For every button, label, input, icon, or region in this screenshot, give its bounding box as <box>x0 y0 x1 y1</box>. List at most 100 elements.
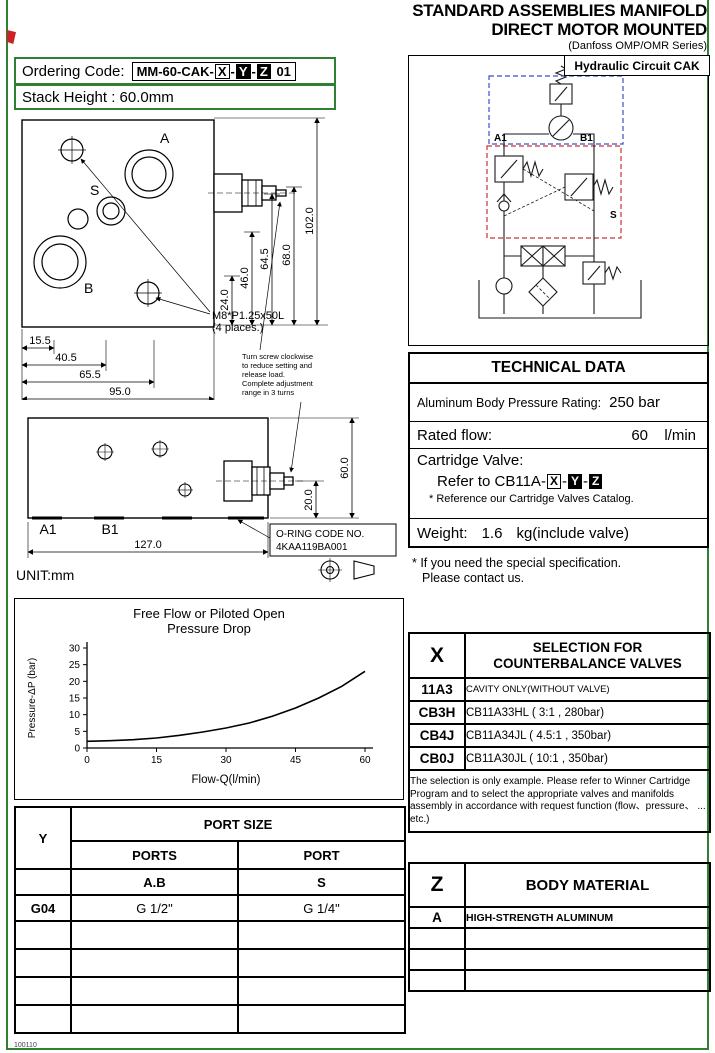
x-title-line2: COUNTERBALANCE VALVES <box>493 655 682 671</box>
dim-64-5: 64.5 <box>259 248 271 269</box>
cartridge-valve-front <box>216 460 304 502</box>
empty-cell <box>237 920 406 950</box>
footnote-line1: * If you need the special specification. <box>412 556 622 570</box>
adjustment-note-line: range in 3 turns <box>242 388 295 397</box>
body-material-table: Z BODY MATERIAL A HIGH-STRENGTH ALUMINUM <box>408 862 711 992</box>
circuit-label-b1: B1 <box>580 133 593 144</box>
table-row: A HIGH-STRENGTH ALUMINUM <box>408 906 711 929</box>
empty-cell <box>237 948 406 978</box>
technical-data-section: TECHNICAL DATA Aluminum Body Pressure Ra… <box>408 352 709 548</box>
empty-cell <box>237 976 406 1006</box>
rated-flow-row: Rated flow: 60 l/min <box>410 422 707 449</box>
cartridge-valve-label: Cartridge Valve: <box>417 452 524 469</box>
table-row <box>14 948 406 978</box>
table-row <box>14 1004 406 1034</box>
port-table-title: PORT SIZE <box>70 806 406 842</box>
table-row <box>408 927 711 950</box>
table-row <box>14 976 406 1006</box>
dim-127: 127.0 <box>134 539 162 551</box>
svg-text:0: 0 <box>74 744 80 755</box>
svg-text:15: 15 <box>151 755 163 766</box>
page-title-line2: DIRECT MOTOR MOUNTED <box>491 20 707 39</box>
manifold-body-outline <box>21 119 215 328</box>
table-row: CB4J CB11A34JL ( 4.5:1 , 350bar) <box>408 723 711 748</box>
circuit-label-a1: A1 <box>494 133 507 144</box>
counterbalance-valves <box>494 144 614 238</box>
refer-sep2: - <box>582 473 588 490</box>
cartridge-valve-top <box>208 173 296 213</box>
front-view-drawing: A1 B1 127.0 60.0 20.0 O-RING CODE NO. 4K… <box>27 401 397 582</box>
empty-cell <box>14 1004 72 1034</box>
dim-60: 60.0 <box>339 457 351 478</box>
hydraulic-circuit-title: Hydraulic Circuit CAK <box>564 55 710 76</box>
empty-cell <box>14 948 72 978</box>
code-x: X <box>214 63 230 79</box>
x-row-desc: CB11A33HL ( 3:1 , 280bar) <box>464 700 711 725</box>
adjustment-note-line: Complete adjustment <box>242 379 313 388</box>
x-title-line1: SELECTION FOR <box>532 639 643 655</box>
x-selection-note: The selection is only example. Please re… <box>408 769 711 833</box>
weight-value: 1.6 <box>481 525 503 542</box>
table-row: The selection is only example. Please re… <box>408 769 711 833</box>
table-row: CB3H CB11A33HL ( 3:1 , 280bar) <box>408 700 711 725</box>
svg-text:5: 5 <box>74 727 80 738</box>
dim-46: 46.0 <box>239 267 251 288</box>
m8-note-line2: (4 places.) <box>212 322 263 334</box>
dim-102: 102.0 <box>304 207 316 235</box>
x-row-code: CB3H <box>408 700 466 725</box>
port-table-val-ab: G 1/2" <box>70 894 239 922</box>
port-size-table: Y PORT SIZE PORTS PORT A.B S G04 G 1/2" … <box>14 806 406 1034</box>
table-row: CB0J CB11A30JL ( 10:1 , 350bar) <box>408 746 711 771</box>
code-suffix: 01 <box>276 63 291 79</box>
page-title-line1: STANDARD ASSEMBLIES MANIFOLD <box>412 1 707 20</box>
port-label-b1: B1 <box>101 521 118 537</box>
svg-text:10: 10 <box>69 710 81 721</box>
circuit-bottom-section <box>478 238 642 319</box>
weight-label: Weight: <box>417 525 468 542</box>
page-subtitle: (Danfoss OMP/OMR Series) <box>568 40 707 52</box>
table-row: 11A3 CAVITY ONLY(WITHOUT VALVE) <box>408 677 711 702</box>
code-sep1: - <box>230 63 235 79</box>
m8-note-line1: M8*P1.25x50L <box>212 310 284 322</box>
dim-24: 24.0 <box>219 289 231 310</box>
code-y: Y <box>235 63 251 79</box>
port-table-val-s: G 1/4" <box>237 894 406 922</box>
cartridge-refer-line: Refer to CB11A-X-Y-Z <box>437 473 700 490</box>
front-dimension-lines <box>27 401 359 558</box>
unit-label: UNIT:mm <box>16 567 75 583</box>
svg-text:15: 15 <box>69 694 81 705</box>
empty-cell <box>408 969 466 992</box>
dim-15-5: 15.5 <box>29 335 50 347</box>
counterbalance-section-frame <box>486 145 622 239</box>
pressure-drop-chart: Free Flow or Piloted Open Pressure Drop … <box>14 598 404 800</box>
dim-20: 20.0 <box>303 489 315 510</box>
z-row-code: A <box>408 906 466 929</box>
svg-text:45: 45 <box>290 755 302 766</box>
refer-z: Z <box>588 474 603 489</box>
chart-title: Free Flow or Piloted Open <box>133 606 285 621</box>
page-header: STANDARD ASSEMBLIES MANIFOLD DIRECT MOTO… <box>412 1 707 52</box>
oring-callout: O-RING CODE NO. 4KAA119BA001 <box>237 519 397 557</box>
cartridge-valve-block: Cartridge Valve: Refer to CB11A-X-Y-Z * … <box>410 449 707 519</box>
empty-cell <box>14 868 72 896</box>
top-view-drawing: A S B 24.0 46.0 64.5 68.0 102.0 15.5 40.… <box>21 117 328 400</box>
port-table-col-port: PORT <box>237 840 406 870</box>
ordering-code-value: MM-60-CAK-X-Y-Z 01 <box>131 61 296 81</box>
port-label-a1: A1 <box>39 521 56 537</box>
refer-sep1: - <box>561 473 567 490</box>
circuit-label-s: S <box>610 210 617 221</box>
x-row-code: CB4J <box>408 723 466 748</box>
empty-cell <box>464 969 711 992</box>
empty-cell <box>70 1004 239 1034</box>
x-row-desc: CB11A30JL ( 10:1 , 350bar) <box>464 746 711 771</box>
empty-cell <box>70 920 239 950</box>
special-spec-footnote: * If you need the special specification.… <box>412 556 621 586</box>
pressure-rating-value: 250 bar <box>609 394 660 411</box>
chart-plot: Pressure-ΔP (bar) Flow-Q(l/min) 05101520… <box>27 642 373 786</box>
empty-cell <box>70 948 239 978</box>
technical-data-title: TECHNICAL DATA <box>410 354 707 384</box>
dim-40-5: 40.5 <box>55 352 76 364</box>
adjustment-note-line: Turn screw clockwise <box>242 352 313 361</box>
chart-xlabel: Flow-Q(l/min) <box>192 774 261 786</box>
